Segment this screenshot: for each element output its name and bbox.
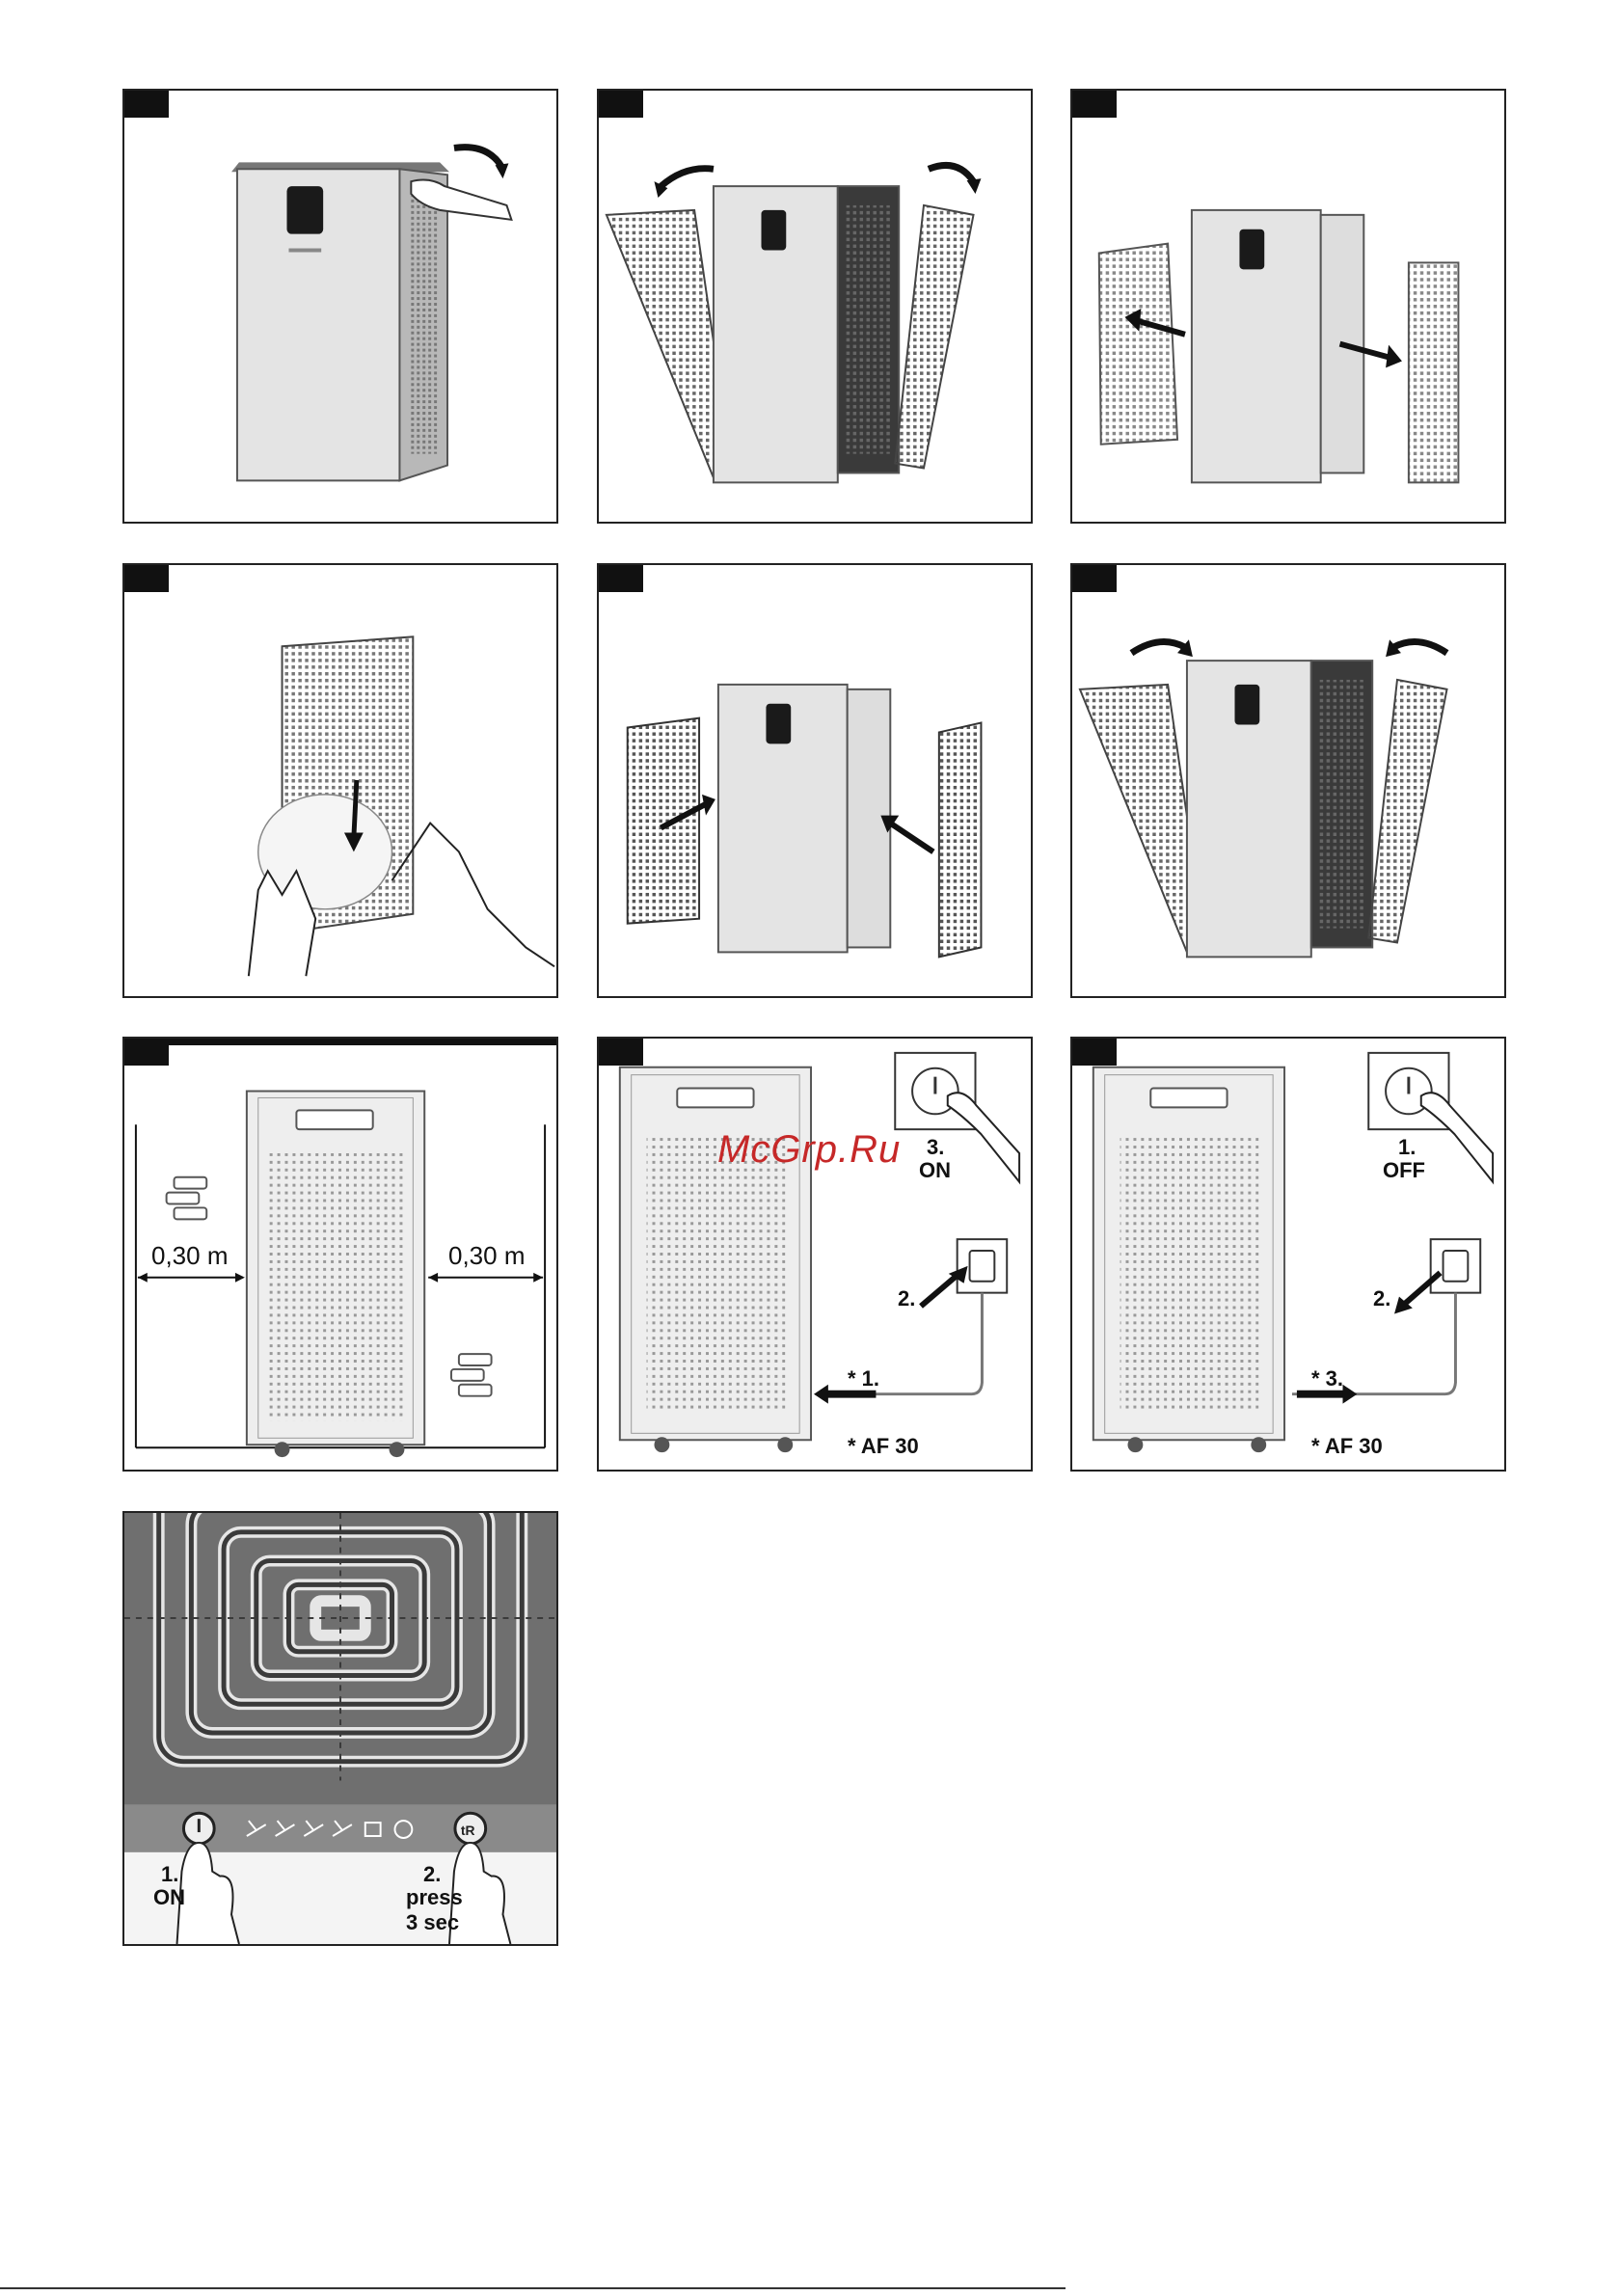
step-panel-3 [1070,89,1506,524]
illustration-close-side-panels [1072,565,1504,996]
step-3-number: 3. [927,1135,944,1160]
wall-brick-icon [167,1177,207,1220]
step-panel-10: tR 1. ON 2. press 3 sec [122,1511,558,1946]
clearance-left-label: 0,30 m [151,1243,229,1268]
illustration-switch-on [599,1039,1031,1470]
step-3-on-label: ON [919,1158,951,1183]
wall-brick-icon [451,1354,492,1396]
illustration-insert-filters [599,565,1031,996]
bottom-rule [0,2287,1066,2289]
step-2-time-label: 3 sec [406,1910,459,1935]
model-label: * AF 30 [848,1434,919,1459]
illustration-open-lid [124,91,556,522]
model-label: * AF 30 [1311,1434,1383,1459]
step-panel-8: 3. ON 2. * 1. * AF 30 [597,1037,1033,1472]
illustration-remove-filters [1072,91,1504,522]
illustration-switch-off [1072,1039,1504,1470]
illustration-open-side-panels [599,91,1031,522]
step-1-on-label: ON [153,1885,185,1910]
step-panel-7: 0,30 m 0,30 m [122,1037,558,1472]
step-panel-5 [597,563,1033,998]
step-panel-4 [122,563,558,998]
step-panel-2 [597,89,1033,524]
step-1-label: * 1. [848,1366,879,1391]
clearance-right-label: 0,30 m [448,1243,526,1268]
step-2-number: 2. [1373,1286,1390,1311]
illustration-remove-film [124,565,556,996]
step-panel-9: 1. OFF 2. * 3. * AF 30 [1070,1037,1506,1472]
step-2-number: 2. [423,1862,441,1887]
step-1-number: 1. [161,1862,178,1887]
step-2-number: 2. [898,1286,915,1311]
step-1-off-label: OFF [1383,1158,1425,1183]
step-1-number: 1. [1398,1135,1416,1160]
watermark: McGrp.Ru [717,1128,901,1172]
illustration-control-panel: tR [124,1513,556,1944]
step-panel-6 [1070,563,1506,998]
step-2-press-label: press [406,1885,463,1910]
step-3-label: * 3. [1311,1366,1343,1391]
step-panel-1 [122,89,558,524]
svg-text:tR: tR [461,1823,475,1838]
